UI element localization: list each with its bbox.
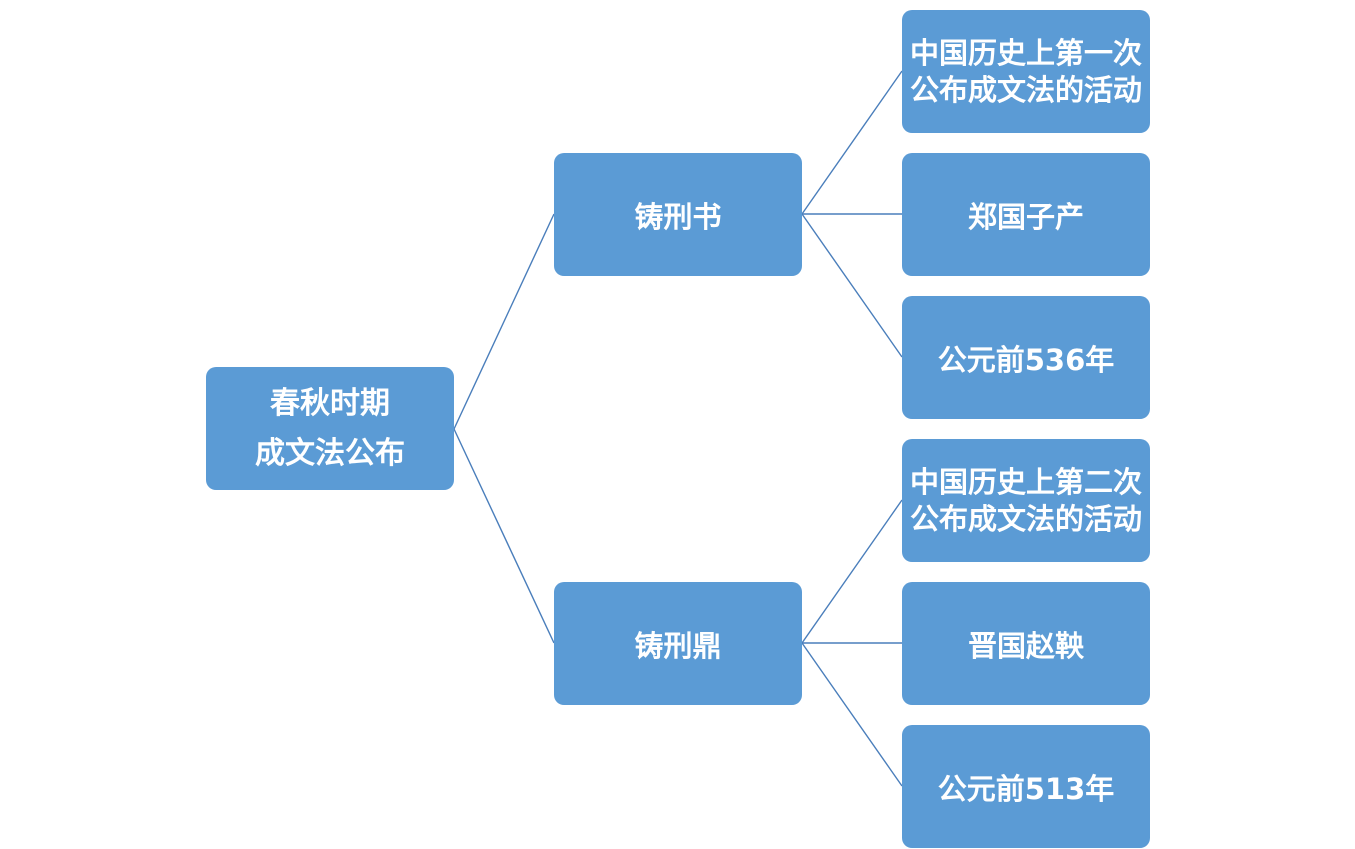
leaf-label: 中国历史上第一次公布成文法的活动	[910, 35, 1143, 107]
leaf-node-second-publication: 中国历史上第二次公布成文法的活动	[902, 439, 1150, 562]
branch-node-zhuxingding: 铸刑鼎	[554, 582, 802, 705]
connector-root-to-zhuxingding	[453, 428, 555, 644]
leaf-node-536bc: 公元前536年	[902, 296, 1150, 419]
connector-zhuxingshu-to-first	[801, 70, 903, 215]
connector-root-to-zhuxingshu	[453, 213, 555, 430]
root-label-line1: 春秋时期	[270, 385, 390, 421]
branch-label: 铸刑书	[634, 199, 722, 234]
leaf-label: 晋国赵鞅	[967, 628, 1084, 663]
connector-zhuxingding-to-513	[801, 642, 903, 787]
branch-label: 铸刑鼎	[634, 628, 722, 663]
root-node: 春秋时期 成文法公布	[206, 367, 454, 490]
leaf-node-first-publication: 中国历史上第一次公布成文法的活动	[902, 10, 1150, 133]
leaf-node-jin-zhaoyang: 晋国赵鞅	[902, 582, 1150, 705]
leaf-node-513bc: 公元前513年	[902, 725, 1150, 848]
connector-zhuxingding-to-second	[801, 499, 903, 644]
root-label-line2: 成文法公布	[255, 435, 405, 471]
branch-node-zhuxingshu: 铸刑书	[554, 153, 802, 276]
leaf-label: 中国历史上第二次公布成文法的活动	[910, 464, 1143, 536]
leaf-label: 公元前513年	[937, 771, 1115, 806]
leaf-label: 公元前536年	[937, 342, 1115, 377]
leaf-label: 郑国子产	[967, 199, 1084, 234]
leaf-node-zheng-zichan: 郑国子产	[902, 153, 1150, 276]
connector-zhuxingshu-to-536	[801, 213, 903, 358]
